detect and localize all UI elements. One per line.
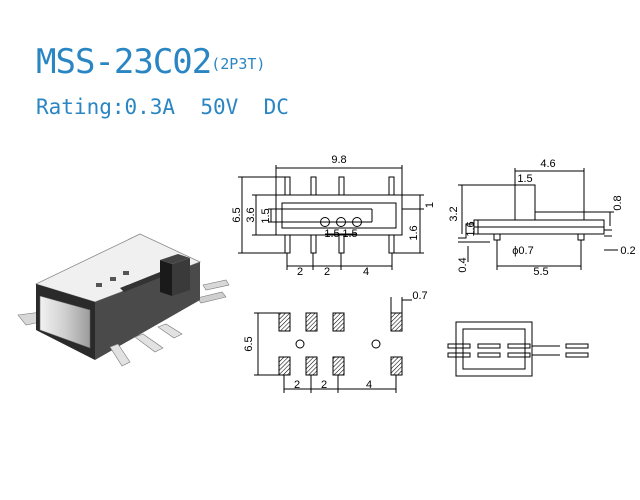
side-view-labels: 4.6 1.5 3.2 1.6 0.8 0.4 0.2 ϕ0.7 5.5 [448, 158, 636, 278]
row-spacing-label: 6.5 [243, 336, 255, 351]
side-view-drawing [458, 168, 618, 270]
footprint-pitch-2-label: 2 [321, 379, 327, 391]
pad-width-label: 0.7 [412, 290, 427, 302]
pin-pitch-1-label: 2 [297, 266, 303, 278]
base-height-label: 1.6 [465, 221, 477, 236]
top-width-label: 9.8 [331, 154, 346, 166]
footprint-pitch-3-label: 4 [366, 379, 372, 391]
switch-photo [17, 233, 230, 367]
top-inner-height-label: 1.5 [260, 208, 272, 223]
lead-thickness-label: 0.4 [457, 257, 469, 272]
rating-spec: Rating:0.3A 50V DC [36, 95, 289, 119]
pin-pitch-3-label: 4 [363, 266, 369, 278]
pin-pitch-2-label: 2 [324, 266, 330, 278]
product-title: MSS-23C02(2P3T) [36, 42, 265, 84]
model-number: MSS-23C02 [36, 42, 212, 82]
peg-diameter-label: ϕ0.7 [512, 245, 533, 257]
actuator-right-label: 0.8 [612, 195, 624, 210]
pole-throw-config: (2P3T) [211, 55, 266, 73]
actuator-width-label: 1.5 [517, 173, 532, 185]
lead-right-label: 0.2 [620, 245, 635, 257]
circuit-schematic [447, 321, 589, 377]
footprint-labels: 0.7 6.5 2 2 4 [243, 290, 428, 391]
top-height-label: 6.5 [231, 207, 243, 222]
right-top-gap-label: 1 [424, 202, 436, 208]
hole-pitch-1-label: 1.5 [324, 228, 339, 240]
right-height-label: 1.6 [408, 225, 420, 240]
top-view-labels: 9.8 6.5 3.6 1.5 1.5 1.5 1 1.6 2 2 4 [231, 154, 436, 278]
footprint-drawing [254, 297, 412, 393]
side-width-label: 4.6 [540, 158, 555, 170]
footprint-pitch-1-label: 2 [294, 379, 300, 391]
top-view-drawing [238, 165, 424, 270]
top-body-height-label: 3.6 [245, 207, 257, 222]
side-height-label: 3.2 [448, 206, 460, 221]
peg-spacing-label: 5.5 [533, 266, 548, 278]
hole-pitch-2-label: 1.5 [342, 228, 357, 240]
